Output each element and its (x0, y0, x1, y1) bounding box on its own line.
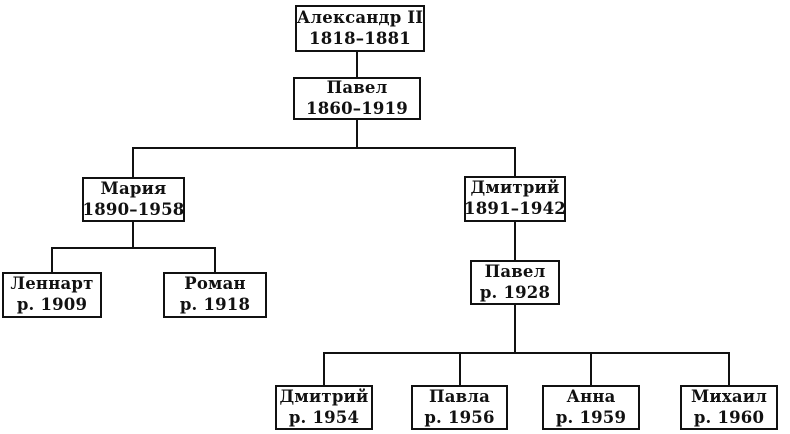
person-name: Павел (484, 261, 546, 281)
person-years: р. 1909 (16, 295, 88, 314)
tree-node-pavel-1860: Павел 1860–1919 (293, 77, 421, 120)
tree-node-dmitry-1891: Дмитрий 1891–1942 (464, 176, 566, 222)
person-name: Александр II (296, 7, 424, 27)
person-years: р. 1956 (424, 407, 495, 427)
person-years: 1860–1919 (306, 98, 408, 118)
person-name: Роман (184, 274, 246, 294)
person-name: Павла (428, 386, 491, 406)
person-name: Павел (326, 77, 388, 97)
tree-node-lennart-1909: Леннарт р. 1909 (2, 272, 102, 318)
person-years: р. 1960 (693, 407, 765, 427)
tree-node-anna-1959: Анна р. 1959 (542, 385, 640, 430)
person-years: 1891–1942 (464, 199, 566, 218)
tree-node-maria-1890: Мария 1890–1958 (82, 177, 185, 222)
person-name: Дмитрий (470, 178, 560, 198)
person-years: р. 1959 (555, 407, 627, 427)
tree-node-pavel-1928: Павел р. 1928 (470, 260, 560, 305)
tree-node-roman-1918: Роман р. 1918 (163, 272, 267, 318)
tree-node-pavla-1956: Павла р. 1956 (411, 385, 508, 430)
person-name: Мария (100, 178, 167, 198)
person-years: 1818–1881 (309, 28, 411, 48)
person-name: Дмитрий (279, 386, 369, 406)
person-name: Леннарт (10, 274, 94, 294)
tree-node-mikhail-1960: Михаил р. 1960 (680, 385, 778, 430)
person-name: Анна (566, 386, 616, 406)
person-name: Михаил (690, 386, 768, 406)
person-years: р. 1918 (179, 295, 251, 314)
person-years: р. 1928 (479, 282, 551, 302)
tree-node-alexander-ii: Александр II 1818–1881 (295, 5, 425, 52)
person-years: 1890–1958 (82, 199, 185, 219)
person-years: р. 1954 (288, 407, 360, 427)
tree-node-dmitry-1954: Дмитрий р. 1954 (275, 385, 373, 430)
